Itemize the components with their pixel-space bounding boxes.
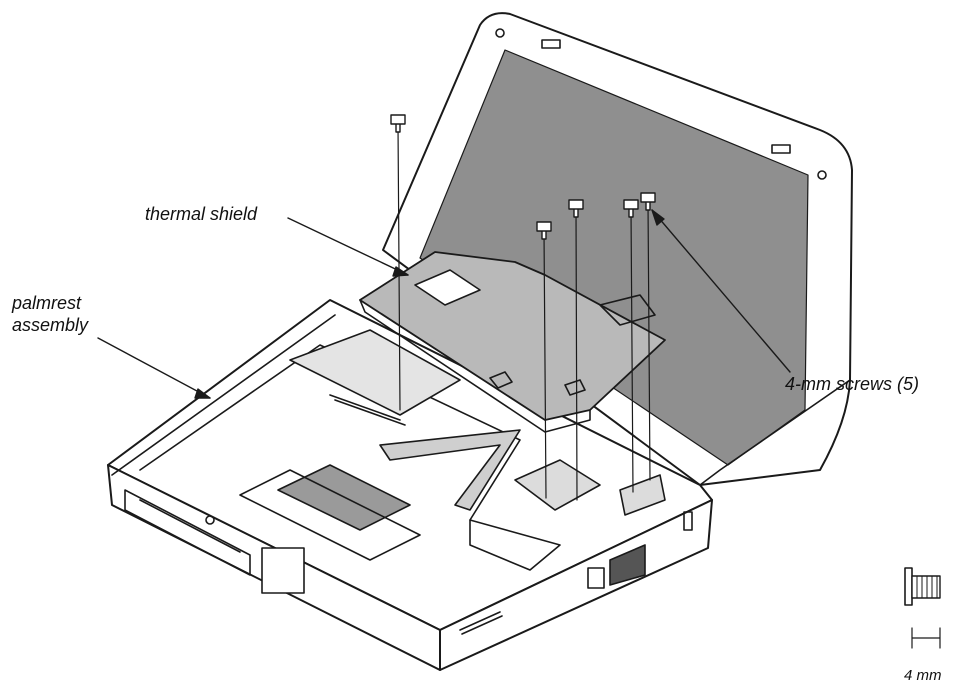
palmrest-label-line2: assembly	[12, 315, 89, 335]
battery-bay	[289, 329, 461, 416]
screw	[623, 199, 639, 218]
heatsink-block	[514, 459, 601, 511]
scale-bar	[911, 627, 941, 649]
side-port	[587, 567, 605, 589]
thermal-shield-leader-arrow	[392, 266, 409, 277]
thread-marks	[916, 575, 938, 599]
side-connector	[609, 544, 646, 586]
palmrest-assembly-label: palmrest assembly	[12, 292, 88, 336]
shield-tab	[599, 294, 656, 326]
palmrest-leader	[97, 337, 211, 399]
touchpad-frame	[239, 469, 421, 561]
bracket	[619, 474, 666, 516]
shield-tab	[564, 379, 586, 396]
battery-cells	[329, 394, 406, 426]
base-side-face	[439, 499, 713, 671]
shield-tab	[489, 371, 513, 389]
shield-label-patch	[414, 269, 481, 306]
screws-leader-arrow	[651, 209, 665, 226]
keyboard-connector-area	[469, 519, 561, 571]
screw	[568, 199, 584, 218]
screws-leader	[651, 209, 791, 373]
screw-head-icon	[904, 567, 913, 606]
ribbon-cable	[379, 429, 521, 511]
base-assembly	[107, 299, 713, 671]
scale-label: 4 mm	[904, 667, 942, 684]
palmrest-edge	[111, 314, 336, 476]
display-screw-hole	[495, 28, 505, 38]
thermal-shield-leader	[287, 217, 409, 276]
touchpad-area	[239, 429, 561, 571]
thermal-shield-label: thermal shield	[145, 204, 258, 224]
screws-label: 4-mm screws (5)	[785, 374, 919, 394]
palmrest-label-line1: palmrest	[12, 293, 82, 313]
display-screen	[419, 49, 809, 466]
screw-thread-icon	[911, 575, 941, 599]
screw	[536, 221, 552, 240]
front-vent	[459, 611, 503, 635]
screw-guides	[397, 124, 651, 501]
status-panel	[261, 547, 305, 594]
screw-scale-icon	[904, 567, 941, 649]
media-bay	[124, 489, 251, 576]
display-hinge	[699, 379, 851, 486]
screws	[390, 114, 656, 240]
palmrest-leader-arrow	[194, 388, 211, 399]
display-screw-hole	[817, 170, 827, 180]
screw	[390, 114, 406, 133]
internal-components	[289, 329, 666, 516]
media-eject-button	[205, 515, 215, 525]
screw	[640, 192, 656, 211]
display-latch	[771, 144, 791, 154]
side-latch	[683, 511, 693, 531]
display-latch	[541, 39, 561, 49]
media-slot	[139, 499, 241, 553]
display-assembly	[382, 12, 853, 486]
callout-leaders	[97, 209, 791, 399]
